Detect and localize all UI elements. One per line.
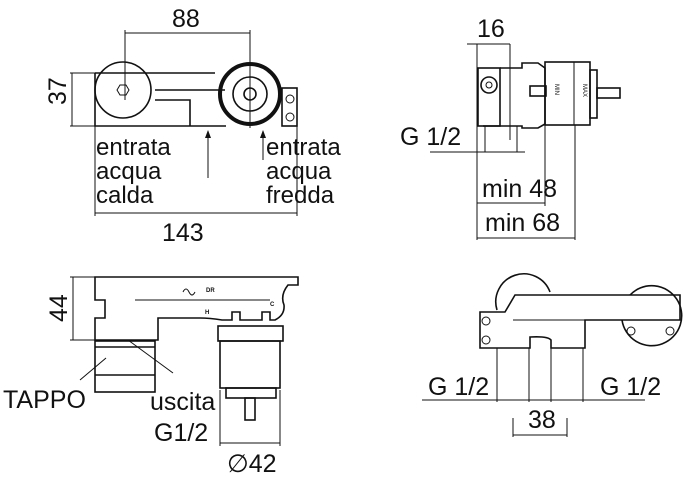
screw-hole (481, 316, 491, 326)
screw-hole (481, 335, 491, 345)
dim-38-label: 38 (528, 406, 556, 434)
min-mark: MIN (553, 84, 559, 95)
spindle-circle (243, 87, 257, 101)
inlet-port (480, 76, 498, 94)
dr-mark: DR (206, 288, 215, 294)
view-bottom-right: G 1/2 G 1/2 38 (422, 273, 683, 437)
outlet-thread-label: G1/2 (154, 419, 208, 447)
screw-hole (626, 326, 636, 336)
dial-cap (589, 69, 598, 119)
dim-88-label: 88 (172, 5, 200, 33)
screw-hole (285, 112, 295, 122)
outlet-label: uscita (150, 388, 215, 416)
hot-valve-circle (94, 61, 152, 119)
min-48-label: min 48 (482, 175, 557, 203)
body-outline (94, 276, 299, 341)
plug-body (94, 340, 156, 393)
max-mark: MAX (581, 84, 587, 97)
thread-label: G 1/2 (400, 123, 461, 151)
hot-inlet-label-3: calda (96, 182, 154, 209)
pin (529, 85, 547, 97)
cold-inlet-label-3: fredda (266, 182, 335, 209)
diameter-label: ∅42 (227, 450, 277, 478)
cartridge-stem (244, 397, 256, 421)
logo-mark-icon (182, 288, 196, 296)
right-circle (621, 284, 683, 347)
cold-valve-circle (218, 62, 282, 126)
spindle (596, 87, 621, 99)
view-bottom-left: 44 DR H C TAPPO uscita G1/2 ∅42 (3, 276, 299, 478)
arrow-head-icon (205, 130, 211, 138)
hot-inlet-label-1: entrata (96, 134, 171, 161)
cartridge-head (217, 325, 284, 342)
screw-hole (665, 326, 675, 336)
screw-hole (285, 94, 295, 104)
h-mark: H (205, 310, 209, 316)
plug-label: TAPPO (3, 386, 86, 414)
dim-44-label: 44 (45, 294, 73, 322)
mounting-bracket (281, 87, 298, 127)
hex-nut-icon (116, 84, 130, 96)
thread-left-label: G 1/2 (428, 373, 489, 401)
left-circle-arc (494, 273, 551, 311)
cold-inlet-label-1: entrata (266, 134, 341, 161)
view-top-left: 88 37 entrata acqua calda entrata acqua … (44, 5, 341, 247)
cartridge-base (225, 387, 277, 399)
dim-37-label: 37 (44, 77, 72, 105)
cartridge-body (219, 340, 281, 389)
arrow-head-icon (260, 130, 266, 138)
c-mark: C (270, 302, 275, 308)
thread-right-label: G 1/2 (600, 373, 661, 401)
outlet-leader (127, 339, 174, 374)
view-top-right: 16 MIN MAX G 1/2 min 48 min 68 (400, 15, 621, 240)
plug-leader (79, 357, 107, 381)
dim-143-label: 143 (162, 219, 204, 247)
hot-inlet-label-2: acqua (96, 158, 162, 185)
body-outline (94, 72, 226, 127)
min-68-label: min 68 (485, 209, 560, 237)
cartridge-circle (232, 76, 268, 112)
body-outline (479, 294, 681, 349)
cold-inlet-label-2: acqua (266, 158, 332, 185)
inlet-port-inner (485, 81, 493, 89)
dim-16-label: 16 (477, 15, 505, 43)
